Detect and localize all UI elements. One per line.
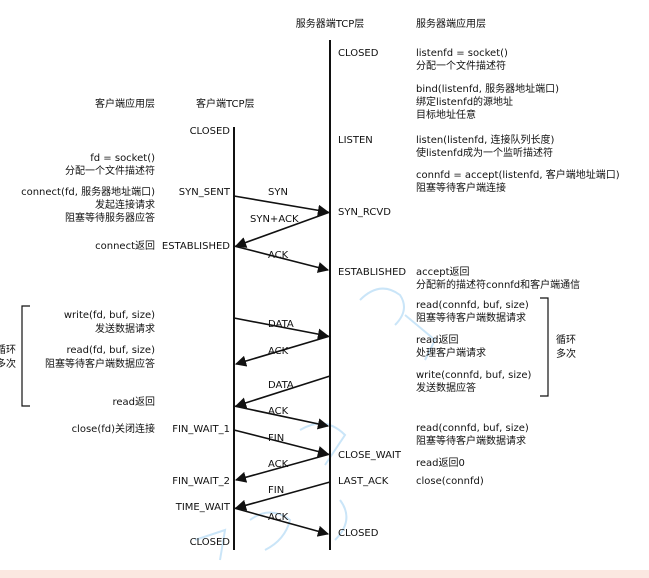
client-state-established: ESTABLISHED <box>162 241 230 252</box>
ack5-arrow <box>233 507 330 537</box>
bottom-strip <box>0 570 649 578</box>
syn-label: SYN <box>268 187 288 198</box>
server-read-call-1: read(connfd, buf, size) <box>416 300 529 311</box>
client-close-call: close(fd)关闭连接 <box>72 422 155 435</box>
server-state-closed-start: CLOSED <box>338 48 379 59</box>
client-connect-desc2: 阻塞等待服务器应答 <box>65 211 155 224</box>
ack2-label: ACK <box>268 346 289 357</box>
server-state-close-wait: CLOSE_WAIT <box>338 450 402 461</box>
client-loop-label-2: 多次 <box>0 357 16 370</box>
ack1-label: ACK <box>268 250 289 261</box>
client-write-call: write(fd, buf, size) <box>64 310 155 321</box>
server-app-header: 服务器端应用层 <box>416 17 486 30</box>
data1-arrow <box>233 317 330 340</box>
server-state-syn-rcvd: SYN_RCVD <box>338 207 391 218</box>
fin1-label: FIN <box>268 433 284 444</box>
client-socket-desc: 分配一个文件描述符 <box>65 164 155 177</box>
syn-ack-arrow <box>234 211 331 248</box>
server-write-call: write(connfd, buf, size) <box>416 370 532 381</box>
data2-arrow <box>234 375 331 409</box>
server-socket-call: listenfd = socket() <box>416 48 508 59</box>
client-state-time-wait: TIME_WAIT <box>175 502 231 513</box>
server-listen-desc: 使listenfd成为一个监听描述符 <box>416 146 553 159</box>
server-read-desc-1: 阻塞等待客户端数据请求 <box>416 311 526 324</box>
syn-ack-label: SYN+ACK <box>250 214 299 225</box>
server-accept-return: accept返回 <box>416 266 470 278</box>
server-accept-return-desc: 分配新的描述符connfd和客户端通信 <box>416 278 580 291</box>
server-accept-desc: 阻塞等待客户端连接 <box>416 181 506 194</box>
watermark <box>194 287 437 561</box>
server-bind-call: bind(listenfd, 服务器地址端口) <box>416 82 559 95</box>
client-state-closed-end: CLOSED <box>190 537 231 548</box>
ack1-arrow <box>233 245 330 273</box>
server-bind-desc2: 目标地址任意 <box>416 108 476 121</box>
ack4-arrow <box>234 453 331 483</box>
syn-arrow <box>233 195 330 216</box>
server-read-return-0: read返回0 <box>416 457 465 469</box>
client-state-fin-wait-2: FIN_WAIT_2 <box>172 476 230 487</box>
ack2-arrow <box>234 335 331 367</box>
data2-label: DATA <box>268 380 294 391</box>
server-write-desc: 发送数据应答 <box>416 381 476 394</box>
server-listen-call: listen(listenfd, 连接队列长度) <box>416 133 554 146</box>
server-read-return-desc: 处理客户端请求 <box>416 346 486 359</box>
client-state-fin-wait-1: FIN_WAIT_1 <box>172 424 230 435</box>
fin1-arrow <box>233 429 330 457</box>
server-state-last-ack: LAST_ACK <box>338 476 389 487</box>
client-state-syn-sent: SYN_SENT <box>179 187 231 198</box>
client-tcp-header: 客户端TCP层 <box>196 97 255 110</box>
server-state-listen: LISTEN <box>338 135 373 146</box>
server-state-established: ESTABLISHED <box>338 267 406 278</box>
fin2-label: FIN <box>268 485 284 496</box>
server-bind-desc1: 绑定listenfd的源地址 <box>416 95 513 108</box>
server-read-call-2: read(connfd, buf, size) <box>416 423 529 434</box>
client-connect-desc1: 发起连接请求 <box>95 198 155 211</box>
client-app-header: 客户端应用层 <box>95 97 155 110</box>
server-loop-label-2: 多次 <box>556 347 576 360</box>
data1-label: DATA <box>268 319 294 330</box>
client-socket-call: fd = socket() <box>90 153 155 164</box>
client-connect-return: connect返回 <box>95 240 155 252</box>
server-loop-bracket <box>540 297 549 397</box>
client-write-desc: 发送数据请求 <box>95 322 155 335</box>
client-read-return: read返回 <box>112 396 155 408</box>
client-loop-bracket <box>21 305 30 407</box>
ack4-label: ACK <box>268 459 289 470</box>
client-loop-label-1: 循环 <box>0 343 16 356</box>
server-state-closed-end: CLOSED <box>338 528 379 539</box>
client-read-desc: 阻塞等待客户端数据应答 <box>45 357 155 370</box>
server-read-desc-2: 阻塞等待客户端数据请求 <box>416 434 526 447</box>
ack3-arrow <box>233 405 330 430</box>
server-close-call: close(connfd) <box>416 476 484 487</box>
ack5-label: ACK <box>268 512 289 523</box>
server-tcp-header: 服务器端TCP层 <box>296 17 365 30</box>
ack3-label: ACK <box>268 406 289 417</box>
client-connect-call: connect(fd, 服务器地址端口) <box>21 185 155 198</box>
server-read-return: read返回 <box>416 334 459 346</box>
fin2-arrow <box>234 481 331 511</box>
server-loop-label-1: 循环 <box>556 333 576 346</box>
server-accept-call: connfd = accept(listenfd, 客户端地址端口) <box>416 168 620 181</box>
client-read-call: read(fd, buf, size) <box>66 345 155 356</box>
server-socket-desc: 分配一个文件描述符 <box>416 59 506 72</box>
client-state-closed-start: CLOSED <box>190 126 231 137</box>
